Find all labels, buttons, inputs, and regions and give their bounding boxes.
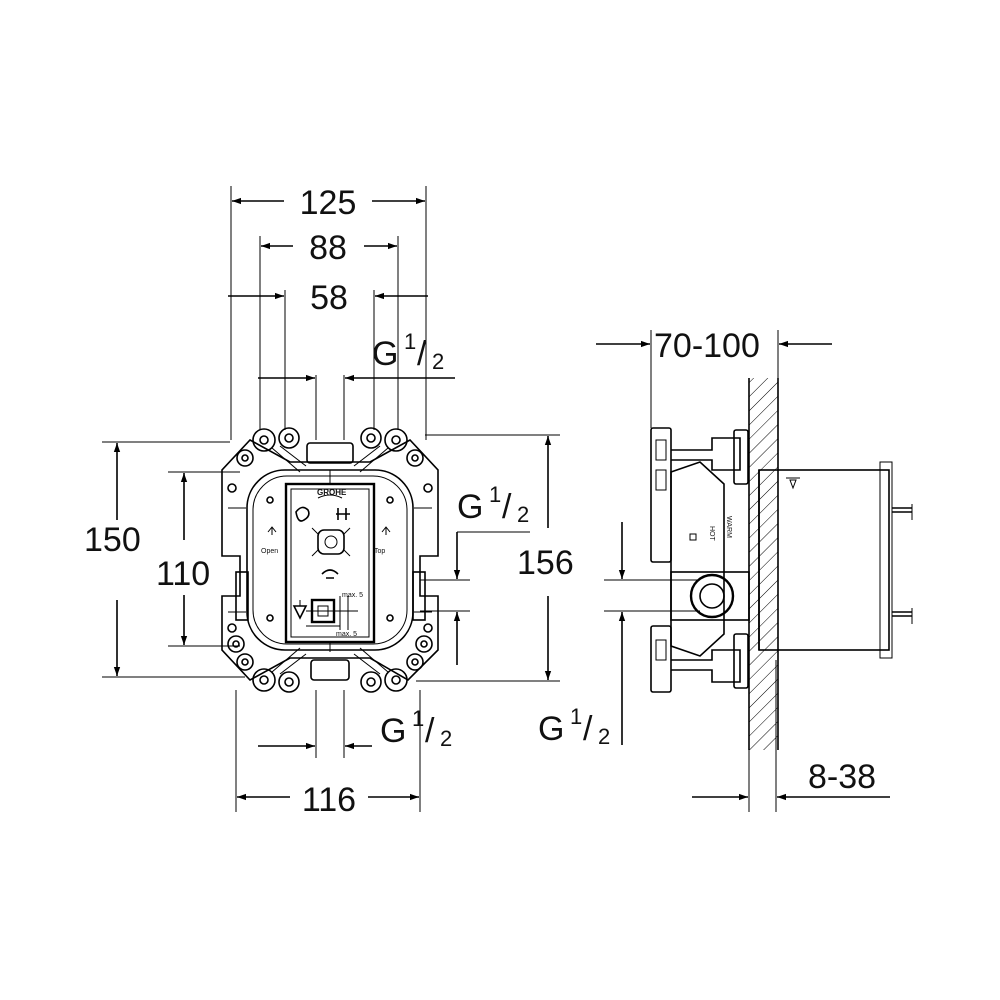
- thread-letter: G: [538, 710, 564, 748]
- thread-numerator: 1: [570, 704, 582, 729]
- valve-body-front: GROHE Open Top: [221, 427, 439, 693]
- brand-label: GROHE: [317, 488, 347, 497]
- thread-letter: G: [380, 712, 406, 750]
- dim-156-label: 156: [517, 544, 574, 582]
- thread-letter: G: [457, 488, 483, 526]
- dim-116-label: 116: [302, 781, 356, 819]
- thread-label-top: G 1 / 2: [372, 329, 444, 374]
- thread-numerator: 1: [404, 329, 416, 354]
- thread-label-side: G 1 / 2: [538, 704, 610, 749]
- thread-denominator: 2: [517, 502, 529, 527]
- thread-label-bottom: G 1 / 2: [380, 706, 452, 751]
- thread-denominator: 2: [598, 724, 610, 749]
- thread-letter: G: [372, 335, 398, 373]
- thread-slash: /: [417, 335, 427, 373]
- mounting-lugs: [227, 427, 433, 693]
- side-view: WARM HOT 70-100 8-38 G 1 / 2: [538, 327, 913, 812]
- thread-denominator: 2: [440, 726, 452, 751]
- thread-denominator: 2: [432, 349, 444, 374]
- dim-110-label: 110: [156, 555, 210, 593]
- thread-numerator: 1: [489, 482, 501, 507]
- thread-slash: /: [583, 710, 593, 748]
- max5-label-a: max. 5: [342, 592, 363, 599]
- max5-label-b: max. 5: [336, 631, 357, 638]
- dim-8-38-label: 8-38: [808, 758, 876, 796]
- dim-58-label: 58: [310, 279, 348, 317]
- thread-slash: /: [502, 488, 512, 526]
- frame-ribs: [228, 445, 432, 675]
- dim-150-label: 150: [84, 521, 141, 559]
- thread-slash: /: [425, 712, 435, 750]
- open-label: Open: [261, 548, 278, 555]
- dim-70-100-label: 70-100: [654, 327, 760, 365]
- thread-label-right: G 1 / 2: [457, 482, 529, 527]
- top-label: Top: [374, 548, 385, 555]
- plate-graphics: GROHE Open Top: [261, 488, 391, 638]
- dim-88-label: 88: [309, 229, 347, 267]
- warm-label: WARM: [725, 516, 732, 538]
- wall-section: [749, 378, 778, 750]
- dim-125-label: 125: [300, 184, 357, 222]
- valve-body-side: WARM HOT: [650, 427, 913, 693]
- front-dimension-lines: [113, 197, 552, 801]
- thread-numerator: 1: [412, 706, 424, 731]
- front-view: 125 88 58 150 110 156 116 G 1 / 2 G 1 / …: [84, 184, 574, 819]
- front-extension-lines: [102, 186, 560, 812]
- hot-label: HOT: [708, 526, 715, 542]
